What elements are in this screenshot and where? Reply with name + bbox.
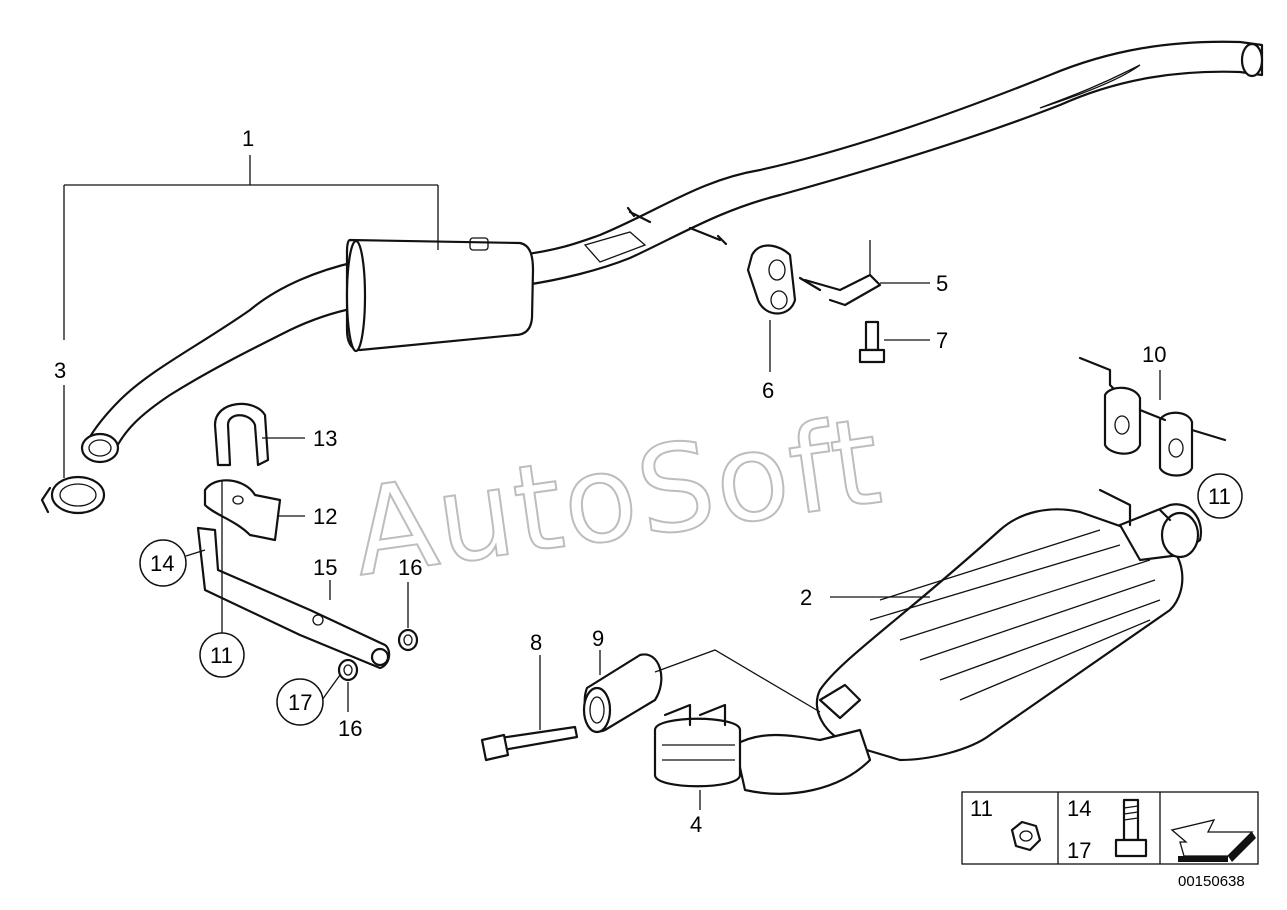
direction-arrow-icon xyxy=(1170,819,1256,862)
callout-11-right: 11 xyxy=(1208,484,1231,509)
legend-14: 14 xyxy=(1067,796,1091,821)
sleeve-9[interactable] xyxy=(582,653,663,734)
washer-16[interactable] xyxy=(397,628,419,652)
callout-9: 9 xyxy=(592,626,604,651)
callout-13: 13 xyxy=(313,426,337,451)
legend-box: 11 14 17 xyxy=(961,791,1259,865)
hex-screw-7[interactable] xyxy=(858,320,886,364)
bracket-15[interactable] xyxy=(196,526,391,670)
rubber-mounting-10[interactable] xyxy=(1078,356,1227,477)
washer-16b[interactable] xyxy=(337,658,359,682)
callout-12: 12 xyxy=(313,504,337,529)
front-pipe-assembly[interactable] xyxy=(80,40,1264,464)
callout-16-bottom: 16 xyxy=(338,716,362,741)
callout-6: 6 xyxy=(762,378,774,403)
rear-silencer-2[interactable] xyxy=(733,488,1203,795)
pipe-clamp-3[interactable] xyxy=(40,475,106,515)
callout-4: 4 xyxy=(690,812,702,837)
callout-11-left: 11 xyxy=(210,643,233,668)
diagram-id: 00150638 xyxy=(1178,873,1245,890)
bolt-8[interactable] xyxy=(480,725,579,762)
callout-3: 3 xyxy=(54,358,66,383)
bracket-5[interactable] xyxy=(798,240,882,307)
callout-11-circle-right xyxy=(1197,473,1243,519)
holder-12[interactable] xyxy=(203,479,282,542)
callout-11-circle-left xyxy=(199,632,245,678)
callout-16-top: 16 xyxy=(398,555,422,580)
hex-nut-icon xyxy=(1010,820,1042,852)
hex-bolt-icon xyxy=(1114,798,1148,858)
legend-11: 11 xyxy=(970,796,993,821)
callout-5: 5 xyxy=(936,271,948,296)
callout-14: 14 xyxy=(150,551,174,576)
callout-1: 1 xyxy=(242,126,254,151)
legend-17: 17 xyxy=(1067,838,1091,863)
holder-13[interactable] xyxy=(213,402,270,467)
callout-17: 17 xyxy=(288,690,312,715)
callout-8: 8 xyxy=(530,630,542,655)
callout-15: 15 xyxy=(313,555,337,580)
callout-14-circle xyxy=(139,539,187,587)
watermark: AutoSoft xyxy=(345,392,891,604)
callout-10: 10 xyxy=(1142,342,1166,367)
rubber-mounting-6[interactable] xyxy=(746,244,797,315)
callout-17-circle xyxy=(276,678,324,726)
callout-2: 2 xyxy=(800,585,812,610)
clamp-4[interactable] xyxy=(653,703,742,788)
callout-7: 7 xyxy=(936,328,948,353)
